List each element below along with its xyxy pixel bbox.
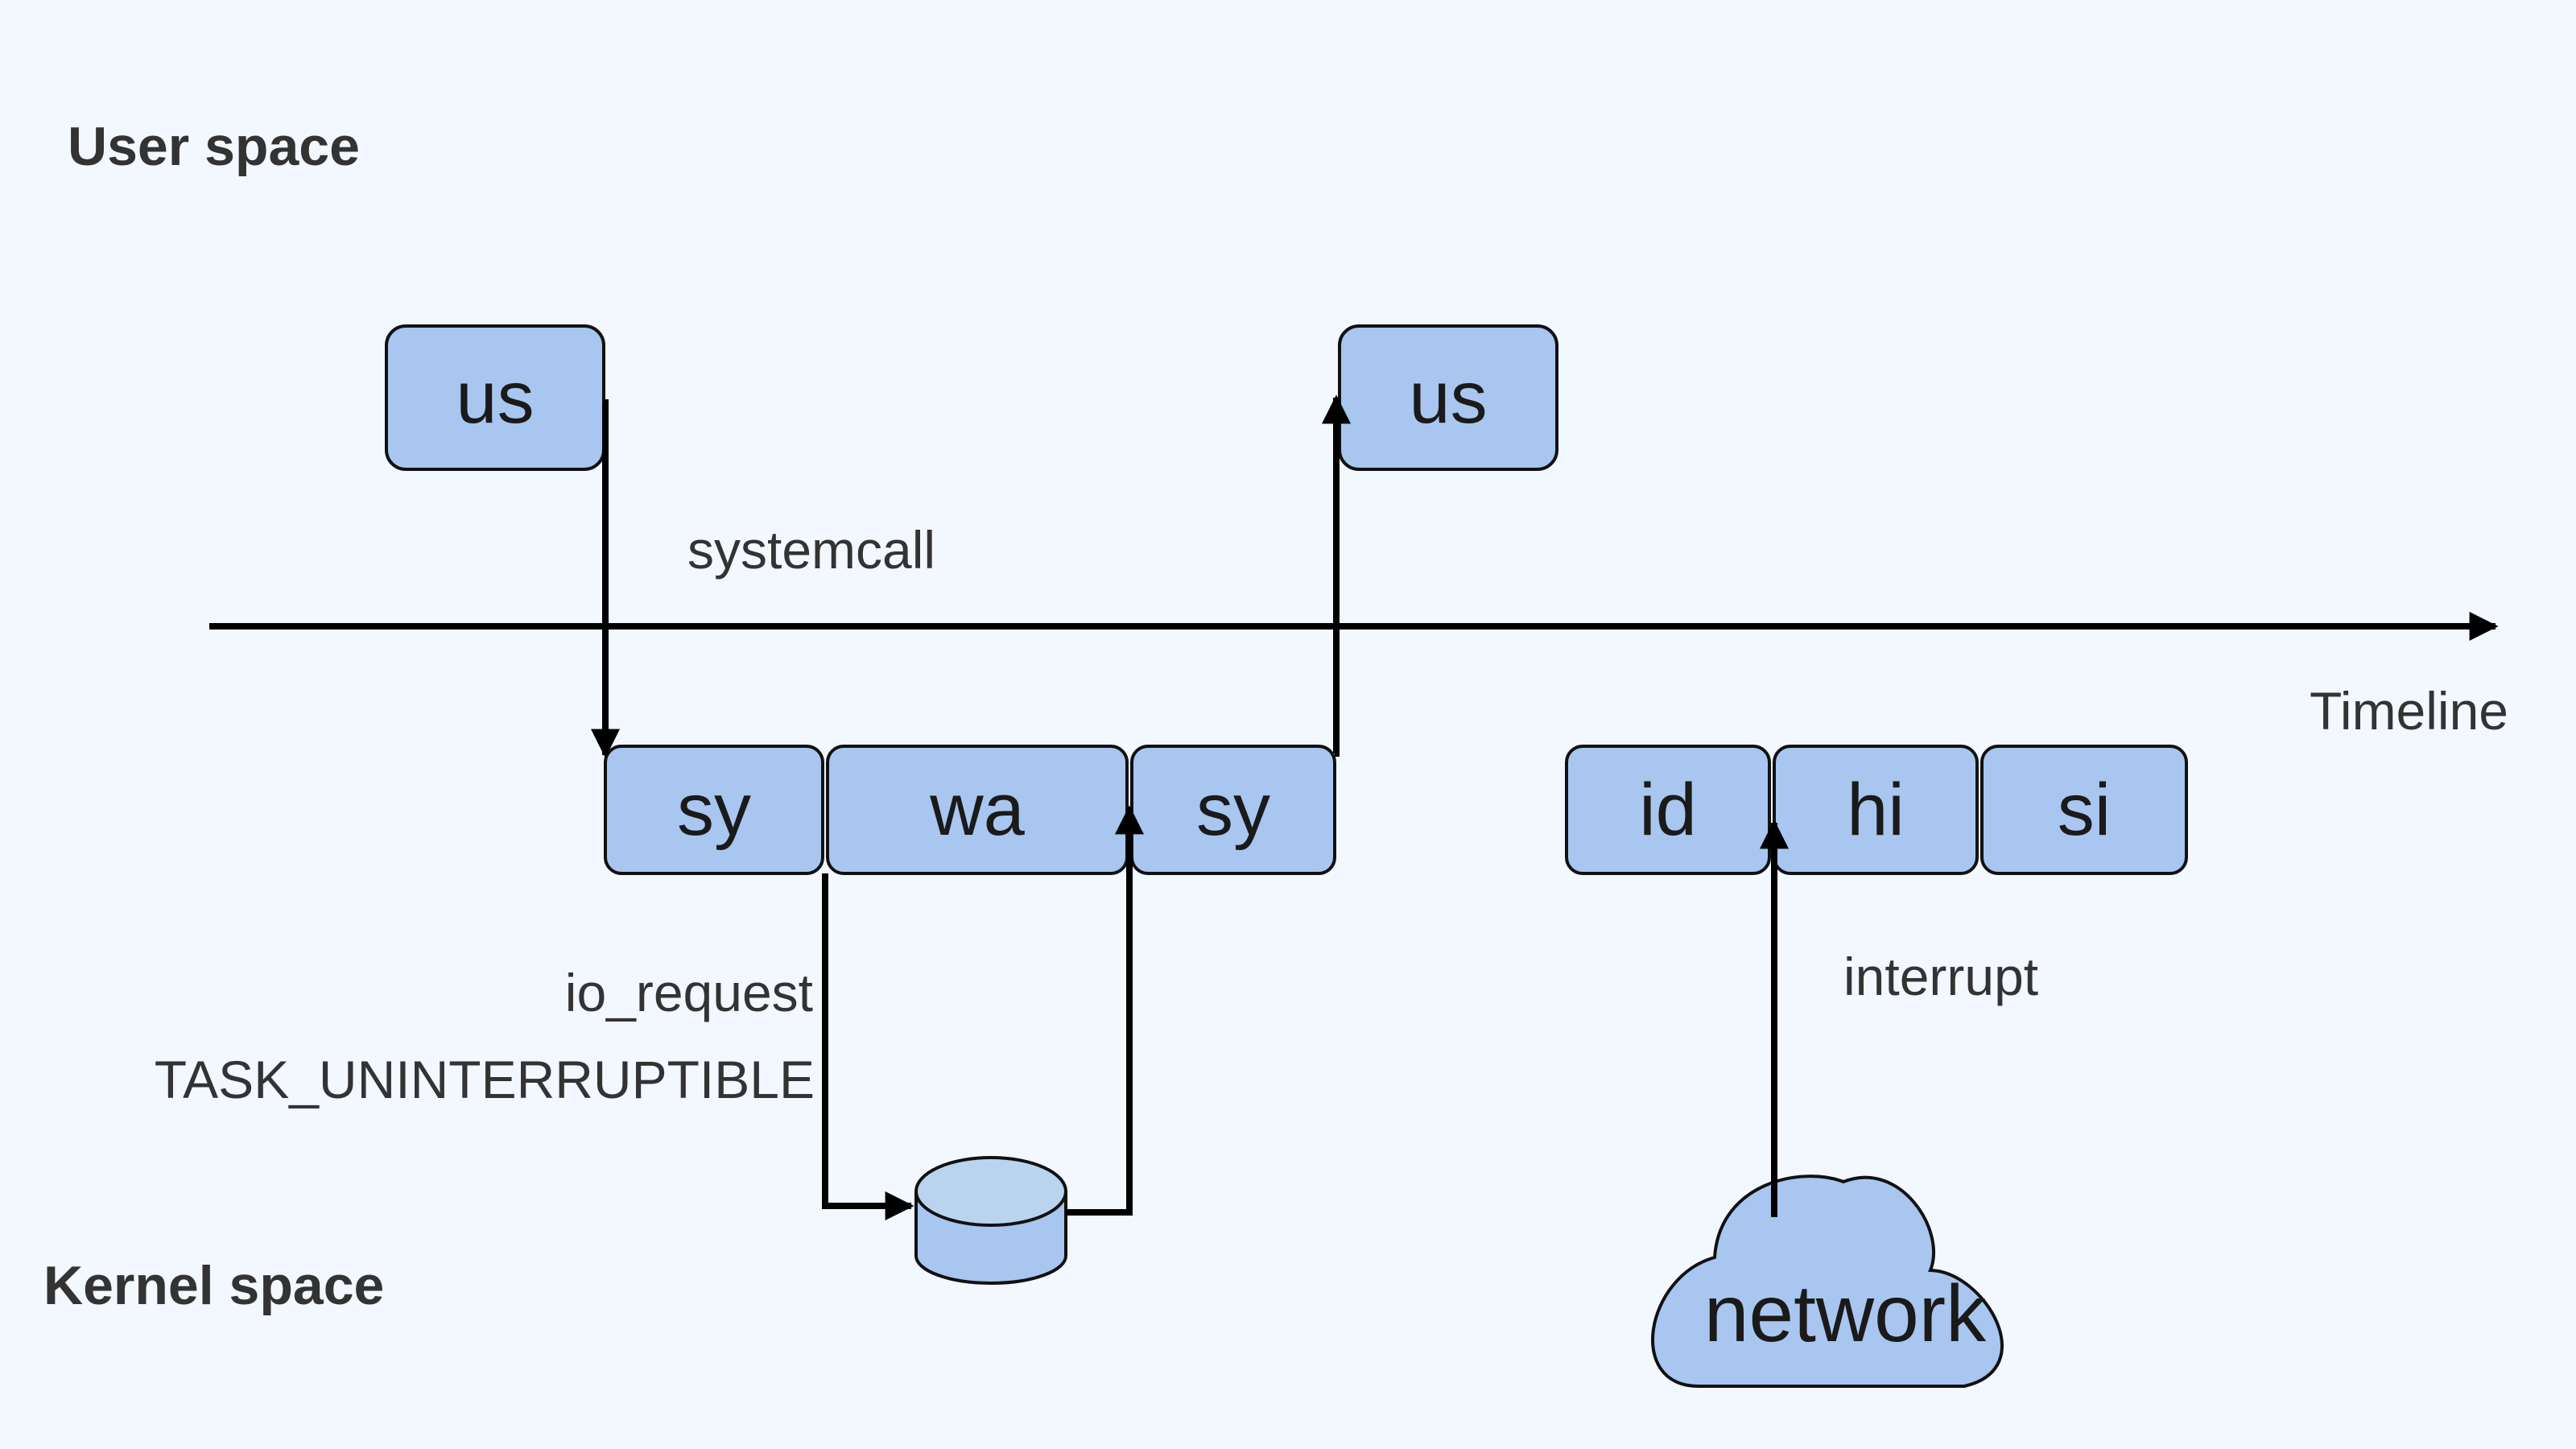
id-box-rect xyxy=(1565,745,1771,875)
io-request-arrow xyxy=(822,873,914,1220)
si-box: si xyxy=(1980,745,2188,875)
us-box-right-label: us xyxy=(1409,357,1487,439)
wa-box-label: wa xyxy=(929,769,1025,851)
id-box-label: id xyxy=(1639,769,1697,851)
sy-box-first: sy xyxy=(604,745,824,875)
timeline-label: Timeline xyxy=(2310,681,2508,741)
network-cloud-shape xyxy=(1650,1174,2004,1388)
network-label: network xyxy=(1704,1269,1987,1359)
id-box: id xyxy=(1565,745,1771,875)
disk-icon xyxy=(914,1156,1067,1285)
si-box-rect xyxy=(1980,745,2188,875)
task-state-label: TASK_UNINTERRUPTIBLE xyxy=(155,1050,815,1109)
sy-box-second-label: sy xyxy=(1196,769,1270,851)
sy-box-first-rect xyxy=(604,745,824,875)
wa-box: wa xyxy=(826,745,1129,875)
us-box-right: us xyxy=(1338,324,1558,471)
sy-box-second: sy xyxy=(1130,745,1336,875)
kernel-space-label: Kernel space xyxy=(43,1255,384,1316)
us-box-left-label: us xyxy=(456,357,534,439)
io-complete-arrow xyxy=(1066,805,1144,1216)
interrupt-label: interrupt xyxy=(1843,947,2038,1006)
us-box-left-rect xyxy=(385,324,605,471)
hi-box-rect xyxy=(1773,745,1979,875)
io-request-label: io_request xyxy=(565,963,813,1022)
hi-box-label: hi xyxy=(1847,769,1905,851)
sysret-arrow xyxy=(1322,394,1351,757)
hi-box: hi xyxy=(1773,745,1979,875)
user-space-label: User space xyxy=(68,116,360,177)
us-box-left: us xyxy=(385,324,605,471)
disk-top xyxy=(914,1156,1067,1227)
systemcall-arrow xyxy=(591,399,620,758)
network-cloud-icon: network xyxy=(1650,1174,2004,1388)
si-box-label: si xyxy=(2058,769,2111,851)
systemcall-label: systemcall xyxy=(687,520,935,580)
sy-box-first-label: sy xyxy=(677,769,751,851)
